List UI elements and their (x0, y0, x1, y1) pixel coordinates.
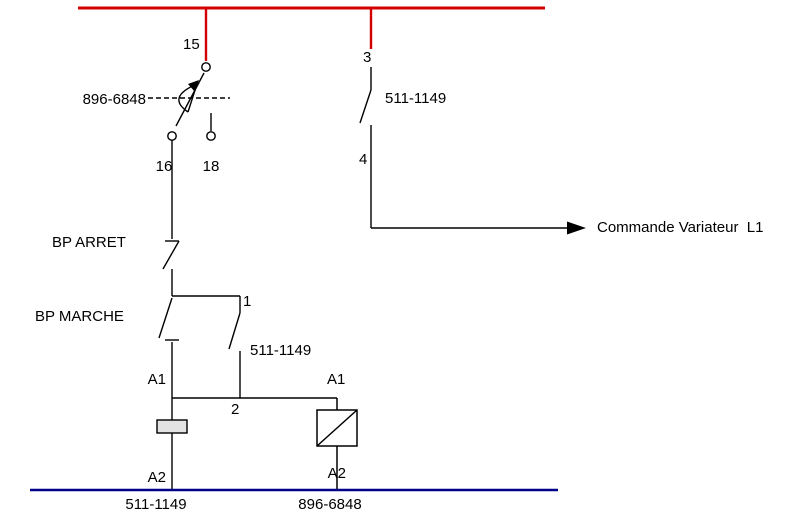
aux-contact-terminal-1-label: 1 (243, 293, 252, 310)
relay-coil-a1-label: A1 (147, 371, 166, 388)
terminal-18-circle (206, 131, 216, 141)
contact-blade (158, 297, 173, 339)
aux-contact-symbol (228, 296, 241, 398)
timer-ref-label: 896-6848 (82, 91, 146, 108)
timer-arrow-icon (188, 80, 199, 92)
terminal-18-label: 18 (202, 158, 220, 175)
drive-contact-symbol (359, 67, 372, 228)
wiring (171, 140, 337, 489)
terminal-16-label: 16 (155, 158, 173, 175)
timer-coil-a2-label: A2 (327, 465, 346, 482)
terminal-15-label: 15 (183, 36, 200, 53)
aux-contact-terminal-2-label: 2 (231, 401, 240, 418)
terminal-15-circle (201, 62, 211, 72)
contact-blade (175, 72, 205, 127)
stop-button-symbol (162, 240, 180, 270)
output-arrow (371, 221, 586, 235)
stop-button-label: BP ARRET (52, 234, 126, 251)
timer-contact-symbol (148, 62, 230, 141)
drive-contact-terminal-3-label: 3 (363, 49, 372, 66)
contact-blade (228, 312, 241, 350)
timer-coil-symbol (316, 398, 358, 489)
contact-blade (162, 240, 180, 270)
start-button-label: BP MARCHE (35, 308, 124, 325)
rails (30, 6, 558, 492)
coil-diagonal (316, 409, 358, 447)
timer-coil-ref-label: 896-6848 (298, 496, 362, 513)
drive-contact-terminal-4-label: 4 (359, 151, 368, 168)
relay-coil-symbol (156, 419, 188, 434)
drive-contact-ref-label: 511-1149 (385, 90, 447, 107)
drive-command-label: Commande Variateur L1 (597, 219, 764, 236)
contact-blade (359, 89, 372, 124)
terminal-16-circle (167, 131, 177, 141)
coil-body (156, 419, 188, 434)
relay-coil-a2-label: A2 (147, 469, 166, 486)
aux-contact-ref-label: 511-1149 (250, 342, 312, 359)
arrowhead-icon (567, 221, 586, 235)
timer-coil-a1-label: A1 (327, 371, 346, 388)
relay-coil-ref-label: 511-1149 (125, 496, 187, 513)
start-button-symbol (158, 297, 179, 341)
